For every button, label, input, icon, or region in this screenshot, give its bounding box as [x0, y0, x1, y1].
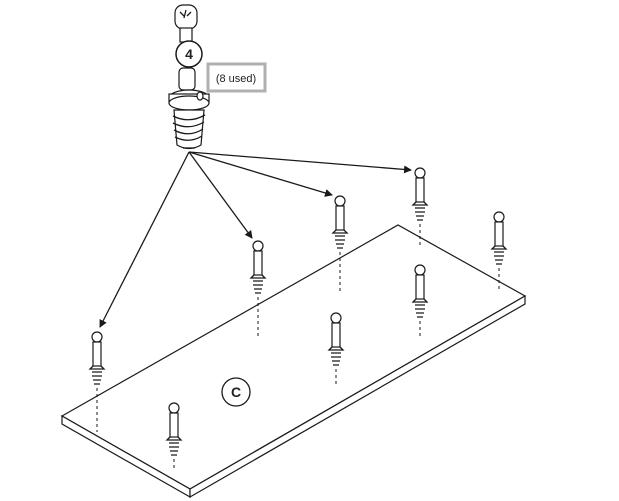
small-dowel-1: [88, 331, 106, 432]
arrow-to-back: [188, 151, 412, 174]
small-dowel-5: [490, 211, 508, 291]
small-dowels: [88, 167, 508, 470]
arrow-to-mid: [188, 151, 333, 197]
board-label: C: [221, 377, 251, 407]
cam-lock-dowel-icon: 4: [168, 4, 210, 150]
placement-arrows: [99, 151, 412, 328]
quantity-callout: (8 used): [206, 62, 267, 93]
small-dowel-4: [411, 167, 429, 246]
part-number: 4: [185, 46, 193, 62]
board-label-text: C: [231, 384, 241, 400]
quantity-note: (8 used): [216, 73, 256, 85]
small-dowel-3: [331, 195, 349, 292]
arrow-to-front-left: [99, 151, 190, 328]
small-dowel-8: [165, 402, 183, 470]
small-dowel-2: [249, 240, 267, 338]
small-dowel-6: [411, 264, 429, 338]
small-dowel-7: [327, 312, 345, 385]
arrow-to-mid-left: [188, 151, 253, 239]
